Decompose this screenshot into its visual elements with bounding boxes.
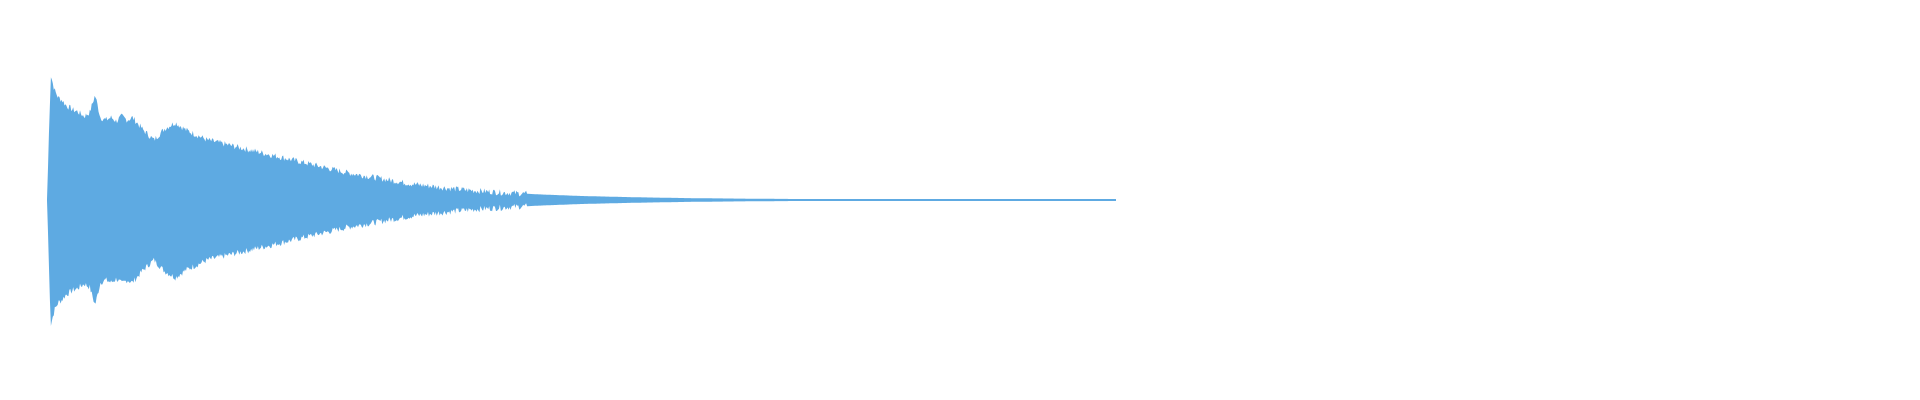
waveform-shape [47, 77, 1116, 326]
